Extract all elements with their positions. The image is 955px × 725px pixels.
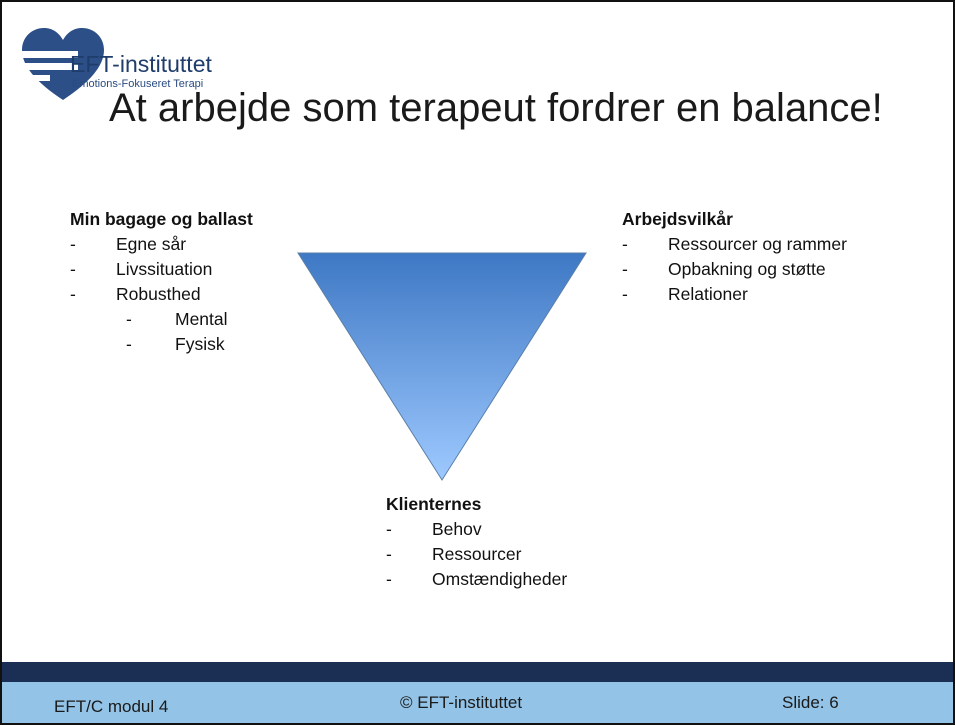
right-group: Arbejdsvilkår - Ressourcer og rammer - Opb… <box>622 207 847 307</box>
left-group: Min bagage og ballast - Egne sår - Livssit… <box>70 207 253 357</box>
balance-triangle <box>297 252 587 481</box>
brand-subtitle: Emotions-Fokuseret Terapi <box>72 78 204 90</box>
list-item-text: Mental <box>175 309 228 329</box>
brand-name: EFT-instituttet <box>70 51 212 77</box>
bullet-dash: - <box>126 309 132 329</box>
bullet-dash: - <box>70 259 76 279</box>
list-item: - Ressourcer og rammer <box>622 232 847 257</box>
bullet-dash: - <box>622 284 628 304</box>
bullet-dash: - <box>386 519 392 539</box>
bottom-group-list: - Behov - Ressourcer - Omstændigheder <box>386 517 567 592</box>
list-item: - Ressourcer <box>386 542 567 567</box>
footer-copyright: © EFT-instituttet <box>400 693 523 712</box>
bullet-dash: - <box>386 569 392 589</box>
right-group-list: - Ressourcer og rammer - Opbakning og støt… <box>622 232 847 307</box>
list-item: - Egne sår <box>70 232 253 257</box>
right-group-heading: Arbejdsvilkår <box>622 209 733 229</box>
bullet-dash: - <box>622 234 628 254</box>
footer-band <box>2 662 953 682</box>
list-item-text: Ressourcer og rammer <box>668 234 847 254</box>
sub-list-item: - Fysisk <box>70 332 253 357</box>
footer: EFT/C modul 4 © EFT-instituttet Slide: 6 <box>2 682 953 723</box>
bottom-group-heading: Klienternes <box>386 494 482 514</box>
list-item-text: Relationer <box>668 284 748 304</box>
list-item: - Livssituation <box>70 257 253 282</box>
list-item: - Opbakning og støtte <box>622 257 847 282</box>
list-item-text: Robusthed <box>116 284 201 304</box>
list-item-text: Ressourcer <box>432 544 522 564</box>
list-item-text: Opbakning og støtte <box>668 259 826 279</box>
list-item-text: Fysisk <box>175 334 225 354</box>
bullet-dash: - <box>622 259 628 279</box>
sub-list-item: - Mental <box>70 307 253 332</box>
left-group-heading: Min bagage og ballast <box>70 209 253 229</box>
footer-slide-number: Slide: 6 <box>782 693 839 712</box>
eft-heart-logo-icon <box>20 28 104 100</box>
list-item-text: Egne sår <box>116 234 187 254</box>
list-item-text: Behov <box>432 519 482 539</box>
list-item-text: Omstændigheder <box>432 569 568 589</box>
list-item: - Omstændigheder <box>386 567 567 592</box>
list-item: - Robusthed <box>70 282 253 307</box>
list-item: - Relationer <box>622 282 847 307</box>
list-item: - Behov <box>386 517 567 542</box>
list-item-text: Livssituation <box>116 259 213 279</box>
slide-title: At arbejde som terapeut fordrer en balan… <box>109 86 883 130</box>
left-group-list: - Egne sår - Livssituation - Robusthed - Men… <box>70 232 253 357</box>
footer-course: EFT/C modul 4 <box>54 697 169 716</box>
bullet-dash: - <box>386 544 392 564</box>
bullet-dash: - <box>70 284 76 304</box>
bottom-group: Klienternes - Behov - Ressourcer - Omstændi… <box>386 492 567 592</box>
bullet-dash: - <box>126 334 132 354</box>
bullet-dash: - <box>70 234 76 254</box>
